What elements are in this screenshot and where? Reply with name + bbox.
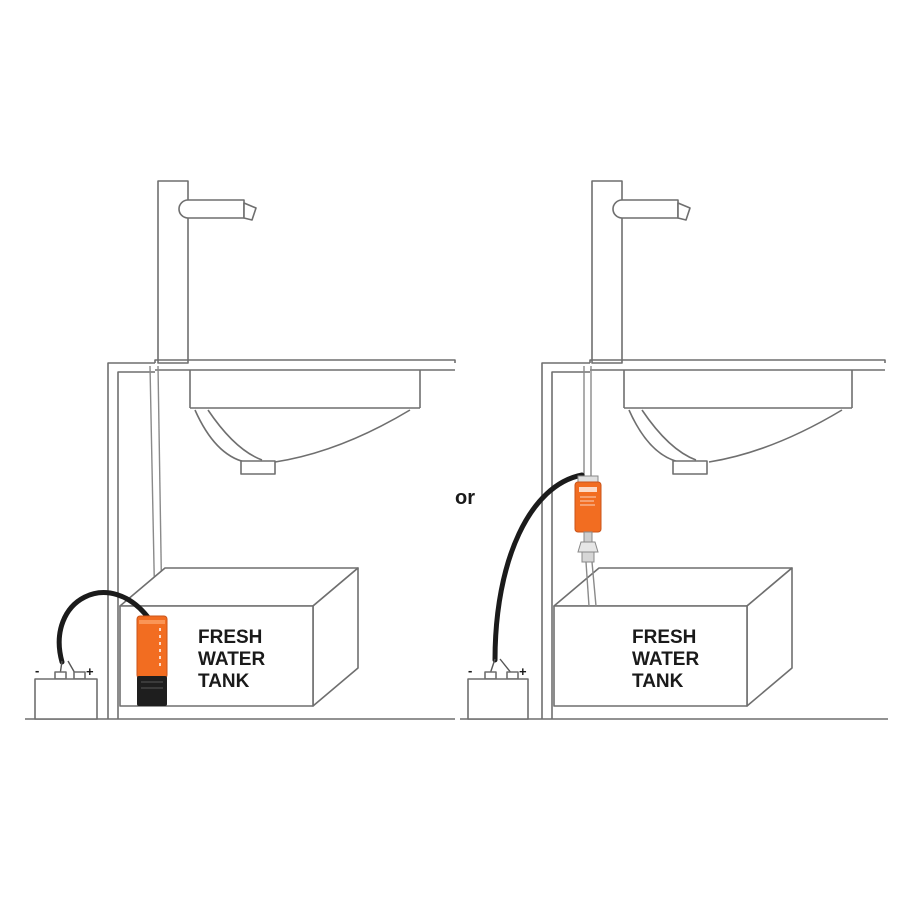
- right-tank-label-line-1: FRESH: [632, 627, 696, 648]
- left-tank-label: FRESH WATER TANK: [198, 627, 270, 692]
- or-separator: or: [455, 487, 475, 509]
- fresh-water-tank: [119, 567, 359, 707]
- countertop-sink: [589, 359, 886, 475]
- battery-positive-sign: +: [519, 664, 527, 679]
- right-tank-label-line-2: WATER: [632, 649, 699, 670]
- countertop-sink: [154, 359, 456, 475]
- pump-base: [137, 676, 167, 706]
- battery: - +: [467, 472, 585, 720]
- cabinet-wall: [541, 362, 590, 719]
- battery: - +: [34, 590, 153, 720]
- negative-terminal: [484, 671, 497, 680]
- battery-negative-sign: -: [35, 663, 39, 678]
- hose-connector: [577, 541, 599, 553]
- battery-positive-sign: +: [86, 664, 94, 679]
- battery-negative-sign: -: [468, 663, 472, 678]
- battery-body: [34, 678, 98, 720]
- cabinet-wall: [107, 362, 155, 719]
- submersible-pump: [136, 615, 168, 706]
- left-tank-label-line-2: WATER: [198, 649, 265, 670]
- battery-body: [467, 678, 529, 720]
- left-tank-label-line-1: FRESH: [198, 627, 262, 648]
- faucet: [157, 180, 257, 364]
- right-tank-label: FRESH WATER TANK: [632, 627, 704, 692]
- positive-terminal: [506, 671, 519, 680]
- water-hose-upper: [583, 366, 592, 480]
- power-cable: [492, 472, 585, 663]
- left-tank-label-line-3: TANK: [198, 671, 250, 692]
- right-scene: - + FRESH WATER TANK: [460, 180, 888, 720]
- left-scene: - + FRESH WATER TANK: [25, 180, 456, 720]
- inline-pump: [574, 475, 602, 563]
- water-hose-lower: [585, 561, 597, 607]
- positive-terminal: [73, 671, 86, 680]
- right-tank-label-line-3: TANK: [632, 671, 684, 692]
- pump-body: [136, 615, 168, 679]
- negative-terminal: [54, 671, 67, 680]
- power-cable: [56, 590, 153, 665]
- faucet: [591, 180, 691, 364]
- fresh-water-tank: [553, 567, 793, 707]
